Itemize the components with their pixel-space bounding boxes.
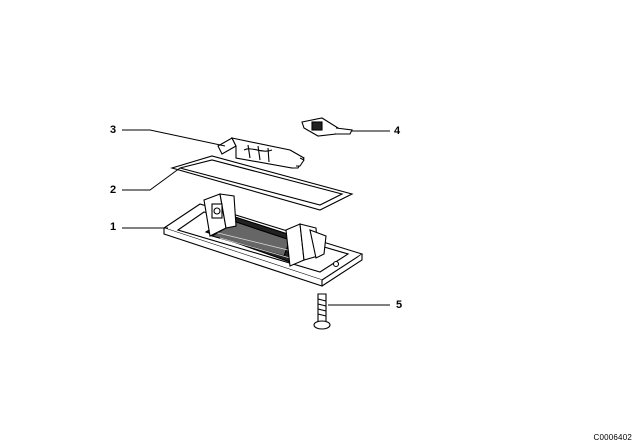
- lamp-housing-part: [162, 193, 364, 287]
- callout-4: 4: [394, 125, 401, 137]
- callout-3: 3: [110, 124, 117, 136]
- reference-code: C0006402: [593, 433, 632, 442]
- gasket-part: [170, 155, 354, 211]
- callout-1: 1: [110, 221, 117, 233]
- screw-part: [313, 293, 331, 330]
- clip-part: [301, 117, 353, 137]
- leader-line-3: [122, 129, 226, 147]
- callout-2: 2: [110, 184, 117, 196]
- callout-5: 5: [396, 299, 403, 311]
- leader-lines: [122, 129, 390, 306]
- bulb-part: [217, 137, 305, 169]
- leader-line-2: [122, 167, 181, 191]
